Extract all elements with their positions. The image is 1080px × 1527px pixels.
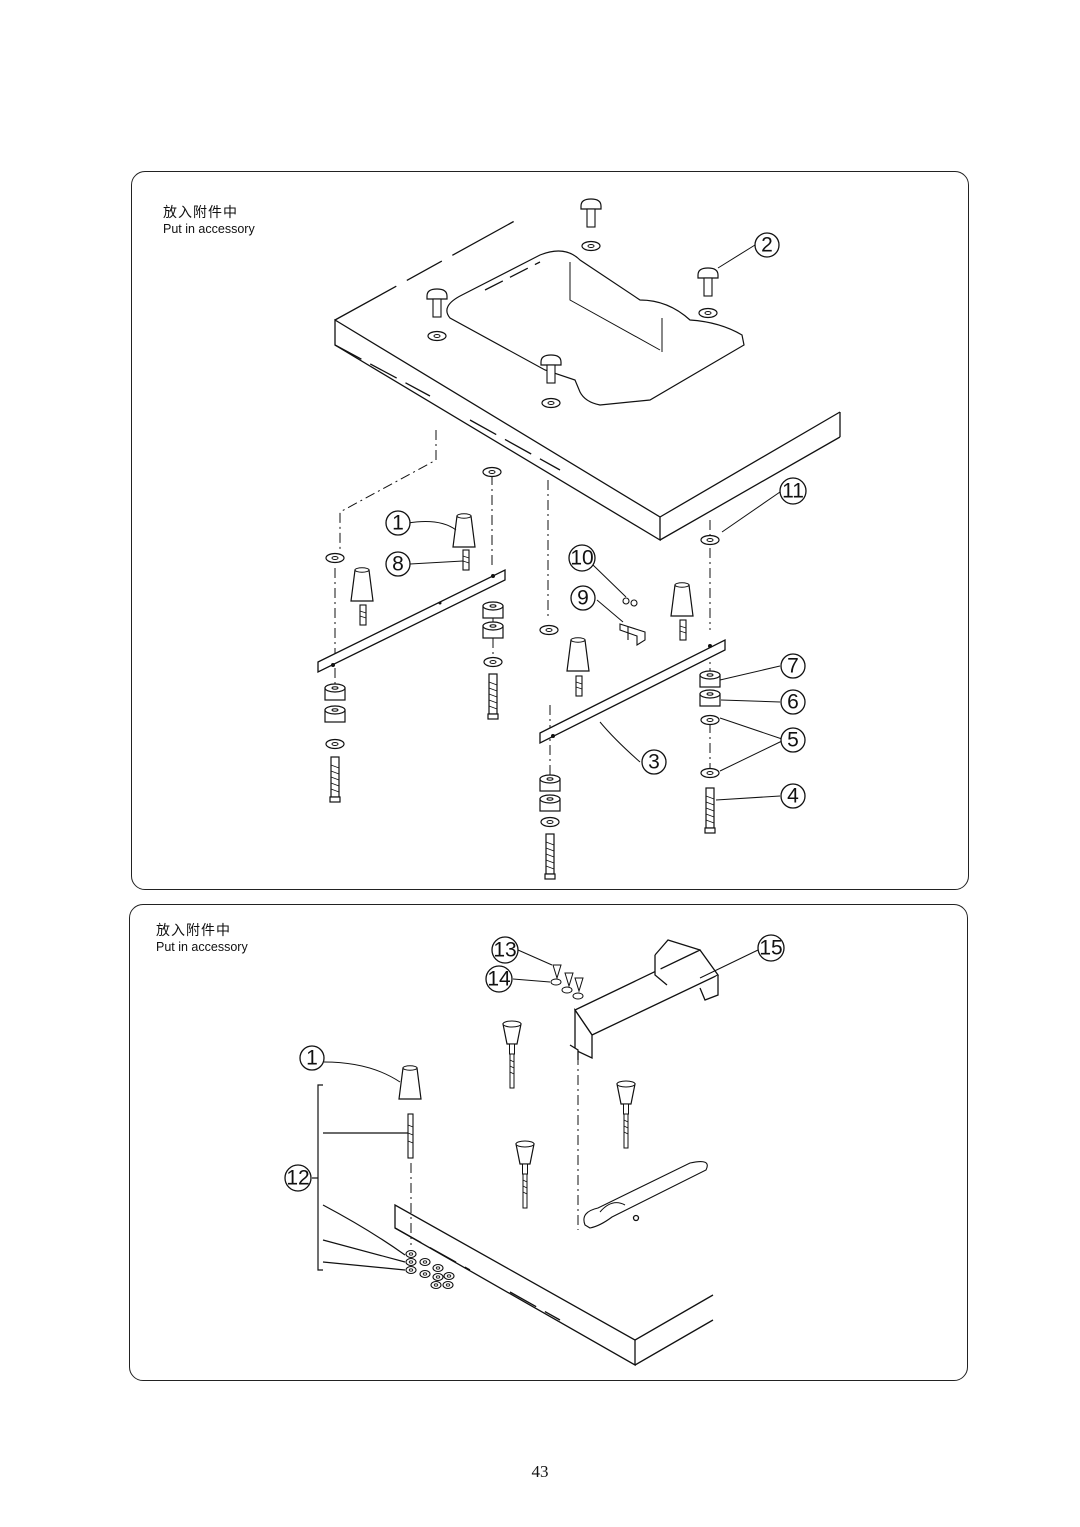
svg-text:12: 12 — [286, 1167, 309, 1190]
callout-part-3: 3 — [641, 749, 667, 775]
svg-text:14: 14 — [487, 968, 511, 991]
stopper-bracket — [619, 597, 646, 646]
callout-part-6: 6 — [780, 689, 806, 715]
callout-part-14: 14 — [485, 965, 513, 993]
panel-top-caption-en: Put in accessory — [163, 222, 255, 236]
callout-part-15: 15 — [757, 934, 785, 962]
callout-part-13: 13 — [491, 936, 519, 964]
svg-text:11: 11 — [782, 480, 804, 503]
table-board-bottom — [394, 1161, 714, 1367]
callout-part-1: 1 — [385, 510, 411, 536]
svg-text:4: 4 — [787, 785, 799, 808]
svg-text:3: 3 — [648, 751, 660, 774]
alignment-lines-bottom — [410, 1055, 579, 1245]
svg-text:8: 8 — [392, 553, 404, 576]
callout-part-7: 7 — [780, 653, 806, 679]
callout-part-5: 5 — [780, 727, 806, 753]
callout-part-8: 8 — [385, 551, 411, 577]
panel-bottom-caption-en: Put in accessory — [156, 940, 248, 954]
rubber-support-bracket-left — [317, 466, 506, 803]
table-top — [334, 217, 841, 542]
svg-text:6: 6 — [787, 691, 799, 714]
alignment-lines — [334, 430, 711, 780]
callout-part-4: 4 — [780, 783, 806, 809]
callout-part-10: 10 — [568, 544, 596, 572]
svg-text:7: 7 — [787, 655, 799, 678]
panel-top-caption-cn: 放入附件中 — [163, 205, 238, 221]
group-bracket-12 — [312, 1084, 408, 1271]
svg-text:5: 5 — [787, 729, 799, 752]
svg-text:9: 9 — [577, 587, 589, 610]
spool-pins — [398, 1020, 636, 1209]
bracket-assembly — [569, 939, 719, 1060]
callout-part-9: 9 — [570, 585, 596, 611]
leader-lines-bottom — [323, 949, 759, 1083]
hinge-pins — [426, 198, 719, 409]
callout-part-1-bottom: 1 — [299, 1045, 325, 1071]
callout-part-12: 12 — [284, 1164, 312, 1192]
svg-text:15: 15 — [759, 937, 782, 960]
page-number: 43 — [531, 1462, 549, 1481]
callout-part-2: 2 — [754, 232, 780, 258]
leader-lines-top — [407, 244, 783, 801]
svg-text:1: 1 — [306, 1047, 318, 1070]
svg-text:13: 13 — [493, 939, 516, 962]
svg-text:1: 1 — [392, 512, 404, 535]
svg-text:2: 2 — [761, 234, 773, 257]
panel-bottom-caption-cn: 放入附件中 — [156, 923, 231, 939]
callout-part-11: 11 — [779, 477, 807, 505]
svg-text:10: 10 — [570, 547, 593, 570]
rubber-support-bracket-right — [539, 534, 726, 880]
screws-and-washers — [550, 964, 584, 1000]
